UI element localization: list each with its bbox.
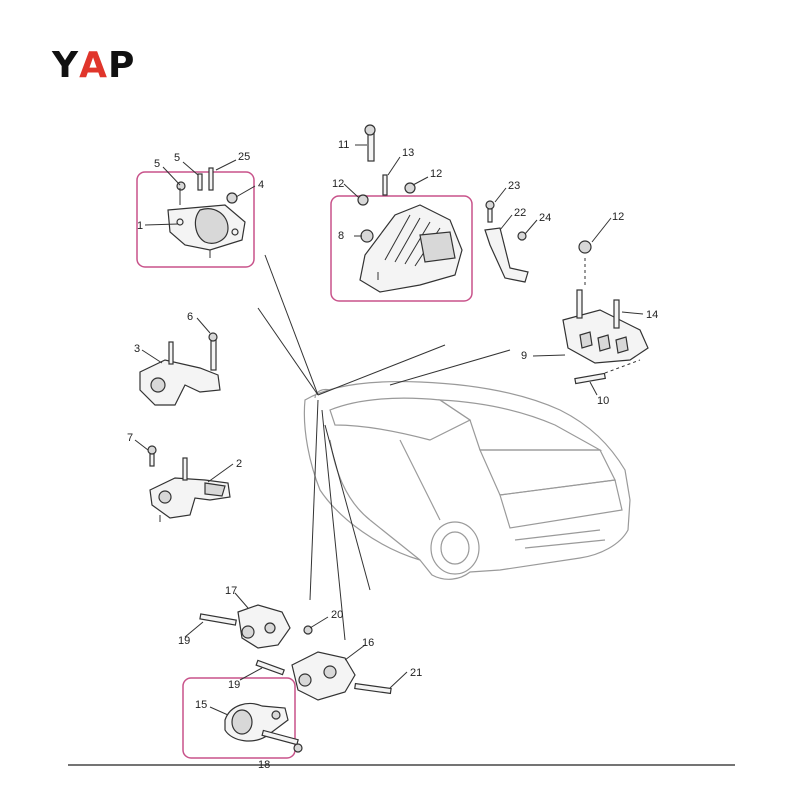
callout-22: 22	[514, 207, 526, 219]
part-15-mount	[224, 702, 303, 753]
callout-numbers: 1 2 3 4 5 5 6 7 8 9 10 11 12 12 12 13 14…	[127, 139, 658, 771]
callout-13: 13	[402, 147, 414, 159]
part-8-mount	[357, 124, 463, 293]
callout-17: 17	[225, 585, 237, 597]
callout-19b: 19	[228, 679, 240, 691]
brand-logo: YAP	[52, 48, 135, 84]
callout-9: 9	[521, 350, 527, 362]
callout-2: 2	[236, 458, 242, 470]
callout-12a: 12	[332, 178, 344, 190]
highlight-box-mount-15	[182, 677, 296, 759]
callout-20: 20	[331, 609, 343, 621]
callout-5a: 5	[154, 158, 160, 170]
car-outline	[303, 381, 631, 580]
logo-letter-a: A	[79, 45, 108, 86]
callout-12c: 12	[612, 211, 624, 223]
callout-21: 21	[410, 667, 422, 679]
highlight-box-mount-8	[330, 195, 473, 302]
leader-lines	[257, 254, 511, 641]
callout-16: 16	[362, 637, 374, 649]
part-9-mount	[562, 240, 649, 385]
logo-letter-y: Y	[52, 45, 80, 86]
part-22-bracket	[484, 200, 529, 283]
highlight-box-mount-1	[136, 171, 255, 268]
callout-10: 10	[597, 395, 609, 407]
part-2-bracket	[147, 445, 231, 522]
callout-12b: 12	[430, 168, 442, 180]
callout-1: 1	[137, 220, 143, 232]
callout-leaders	[134, 144, 644, 716]
part-16-mount	[255, 651, 392, 701]
callout-4: 4	[258, 179, 264, 191]
callout-15: 15	[195, 699, 207, 711]
callout-3: 3	[134, 343, 140, 355]
callout-8: 8	[338, 230, 344, 242]
callout-6: 6	[187, 311, 193, 323]
part-17-mount	[199, 604, 313, 649]
callout-25: 25	[238, 151, 250, 163]
callout-23: 23	[508, 180, 520, 192]
callout-11: 11	[338, 139, 349, 151]
part-3-bracket	[139, 332, 221, 406]
callout-19a: 19	[178, 635, 190, 647]
logo-letter-p: P	[107, 45, 136, 86]
callout-14: 14	[646, 309, 658, 321]
part-1-mount	[167, 167, 246, 258]
callout-7: 7	[127, 432, 133, 444]
callout-24: 24	[539, 212, 551, 224]
callout-5b: 5	[174, 152, 180, 164]
